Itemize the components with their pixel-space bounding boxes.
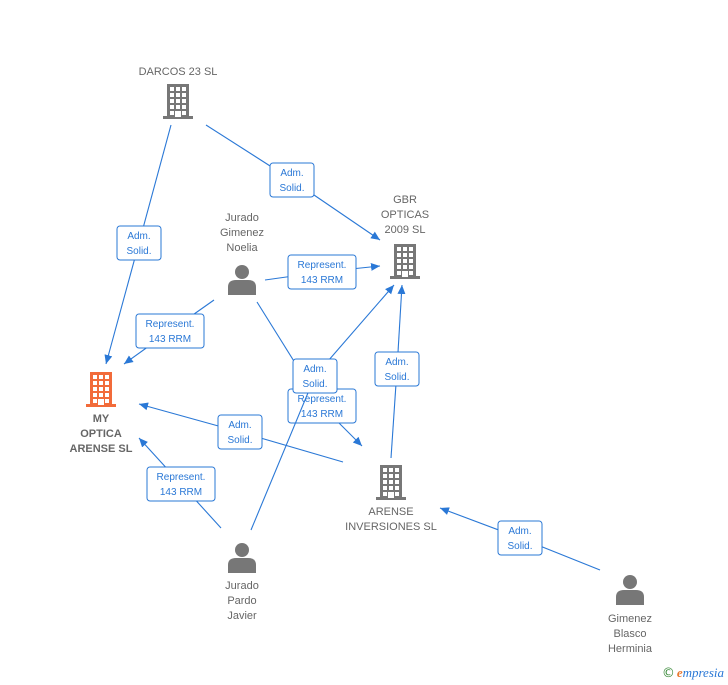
- building-icon: [86, 372, 116, 407]
- footer-brand[interactable]: ©empresia: [662, 665, 724, 681]
- edge-label-text: Solid.: [279, 183, 304, 194]
- node-label: Gimenez: [220, 227, 264, 239]
- edge-label-box[interactable]: [287, 254, 357, 290]
- edge-arense-gbr[interactable]: Adm. Solid.: [374, 284, 420, 459]
- building-icon: [390, 244, 420, 279]
- node-label: MY: [93, 413, 110, 425]
- edge-label-text: 143 RRM: [301, 275, 343, 286]
- node-darcos[interactable]: DARCOS 23 SL: [139, 66, 218, 119]
- edge-label-text: Represent.: [146, 319, 195, 330]
- node-label: Herminia: [608, 643, 653, 655]
- node-label: Gimenez: [608, 613, 652, 625]
- edge-darcos-gbr[interactable]: Adm. Solid.: [205, 124, 381, 241]
- node-label: Pardo: [227, 595, 256, 607]
- node-label: GBR: [393, 194, 417, 206]
- node-label: ARENSE: [368, 506, 413, 518]
- edge-label-text: Adm.: [303, 364, 326, 375]
- edge-line: [138, 124, 172, 244]
- edge-label-text: Solid.: [302, 379, 327, 390]
- edge-javier-myoptica[interactable]: Represent. 143 RRM: [138, 437, 222, 529]
- edge-label-box[interactable]: [269, 162, 315, 198]
- node-label: Noelia: [226, 242, 258, 254]
- node-label: INVERSIONES SL: [345, 521, 437, 533]
- edge-label-text: Adm.: [508, 526, 531, 537]
- node-label: DARCOS 23 SL: [139, 66, 218, 78]
- edge-darcos-myoptica[interactable]: Adm. Solid.: [104, 124, 172, 365]
- brand-initial: e: [676, 665, 683, 680]
- edge-label-text: Solid.: [126, 246, 151, 257]
- edge-herminia-arense[interactable]: Adm. Solid.: [439, 507, 601, 571]
- node-arense[interactable]: ARENSE INVERSIONES SL: [345, 465, 437, 533]
- edge-label-text: Solid.: [384, 372, 409, 383]
- node-label: Jurado: [225, 580, 259, 592]
- edge-label-box[interactable]: [135, 313, 205, 349]
- edge-label-text: Represent.: [157, 472, 206, 483]
- person-icon: [228, 543, 256, 573]
- edge-label-text: 143 RRM: [149, 334, 191, 345]
- edge-label-text: Adm.: [127, 231, 150, 242]
- edge-label-box[interactable]: [292, 358, 338, 394]
- edge-label-text: 143 RRM: [301, 409, 343, 420]
- edge-label-text: Solid.: [227, 435, 252, 446]
- edge-arense-myoptica[interactable]: Adm. Solid.: [138, 402, 344, 463]
- edge-noelia-myoptica[interactable]: Represent. 143 RRM: [123, 299, 215, 365]
- edge-label-text: Represent.: [298, 394, 347, 405]
- person-icon: [616, 575, 644, 605]
- edge-label-box[interactable]: [116, 225, 162, 261]
- edge-javier-gbr[interactable]: Adm. Solid.: [250, 284, 395, 531]
- edge-label-text: Adm.: [385, 357, 408, 368]
- node-label: OPTICAS: [381, 209, 429, 221]
- person-icon: [228, 265, 256, 295]
- edges-layer: Adm.Solid.Adm.Solid.Represent.143 RRMRep…: [104, 124, 601, 571]
- edge-label-text: Adm.: [228, 420, 251, 431]
- edge-label-box[interactable]: [497, 520, 543, 556]
- edge-noelia-gbr[interactable]: Represent. 143 RRM: [264, 254, 381, 290]
- copyright-symbol: ©: [661, 666, 675, 681]
- edge-label-text: Adm.: [280, 168, 303, 179]
- edge-label-text: Represent.: [298, 260, 347, 271]
- building-icon: [376, 465, 406, 500]
- edge-label-text: Solid.: [507, 541, 532, 552]
- node-label: Javier: [227, 610, 257, 622]
- edge-noelia-arense[interactable]: Represent. 143 RRM: [256, 301, 363, 447]
- edge-label-box[interactable]: [374, 351, 420, 387]
- node-label: Blasco: [613, 628, 646, 640]
- brand-name: mpresia: [682, 665, 724, 680]
- node-label: OPTICA: [80, 428, 122, 440]
- node-label: ARENSE SL: [70, 443, 133, 455]
- node-gbr[interactable]: GBR OPTICAS 2009 SL: [381, 194, 429, 279]
- edge-label-box[interactable]: [217, 414, 263, 450]
- edge-arrow: [104, 242, 140, 365]
- node-label: 2009 SL: [385, 224, 426, 236]
- edge-label-text: 143 RRM: [160, 487, 202, 498]
- node-myoptica[interactable]: MY OPTICA ARENSE SL: [70, 372, 133, 455]
- edge-label-box[interactable]: [146, 466, 216, 502]
- edge-line: [250, 375, 316, 531]
- node-label: Jurado: [225, 212, 259, 224]
- building-icon: [163, 84, 193, 119]
